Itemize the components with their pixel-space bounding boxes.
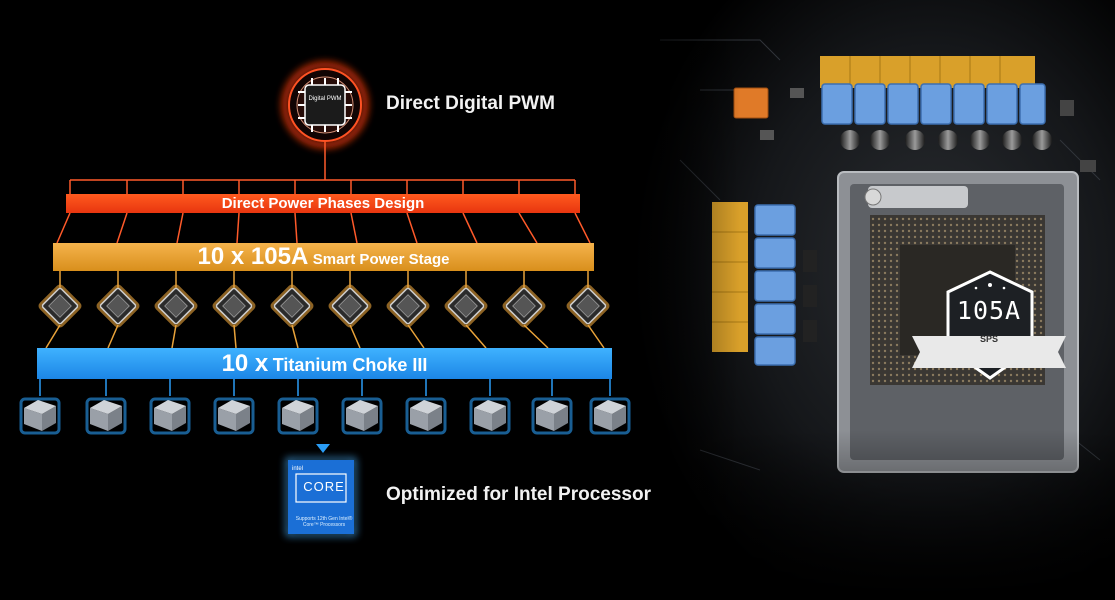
power-stage-chip [566,284,610,328]
power-stage-chip [386,284,430,328]
choke-unit [85,397,127,435]
intel-logo-caption: Supports 12th Gen Intel® Core™ Processor… [295,516,353,528]
choke-unit [405,397,447,435]
intel-logo-brand: intel [292,466,304,472]
choke-unit [277,397,319,435]
choke-unit [531,397,573,435]
power-phases-label: Direct Power Phases Design [221,195,425,212]
power-stage-chip [444,284,488,328]
pwm-chip-label: Digital PWM [308,96,342,102]
sps-label: Smart Power Stage [312,251,450,268]
choke-unit [589,397,631,435]
choke-count: 10 x [221,350,269,377]
power-stage-chip [270,284,314,328]
choke-unit [19,397,61,435]
choke-label: Titanium Choke III [272,355,428,375]
choke-unit [341,397,383,435]
titanium-choke-band: 10 x Titanium Choke III [37,348,612,379]
smart-power-stage-band: 10 x 105A Smart Power Stage [53,243,594,271]
choke-unit [469,397,511,435]
intel-core-logo: CORE [303,479,345,494]
power-stage-chip [96,284,140,328]
sps-count: 10 x 105A [197,243,309,270]
power-stage-chip [38,284,82,328]
choke-unit [149,397,191,435]
power-phases-band: Direct Power Phases Design [66,194,580,213]
direct-digital-pwm-label: Direct Digital PWM [386,93,555,114]
intel-processor-label: Optimized for Intel Processor [386,484,651,505]
power-stage-chip [502,284,546,328]
sps-badge-title: 105A [956,296,1022,325]
power-stage-chip [154,284,198,328]
choke-unit [213,397,255,435]
power-stage-chip [212,284,256,328]
power-stage-chip [328,284,372,328]
sps-badge-subtitle: SPS [979,334,998,344]
